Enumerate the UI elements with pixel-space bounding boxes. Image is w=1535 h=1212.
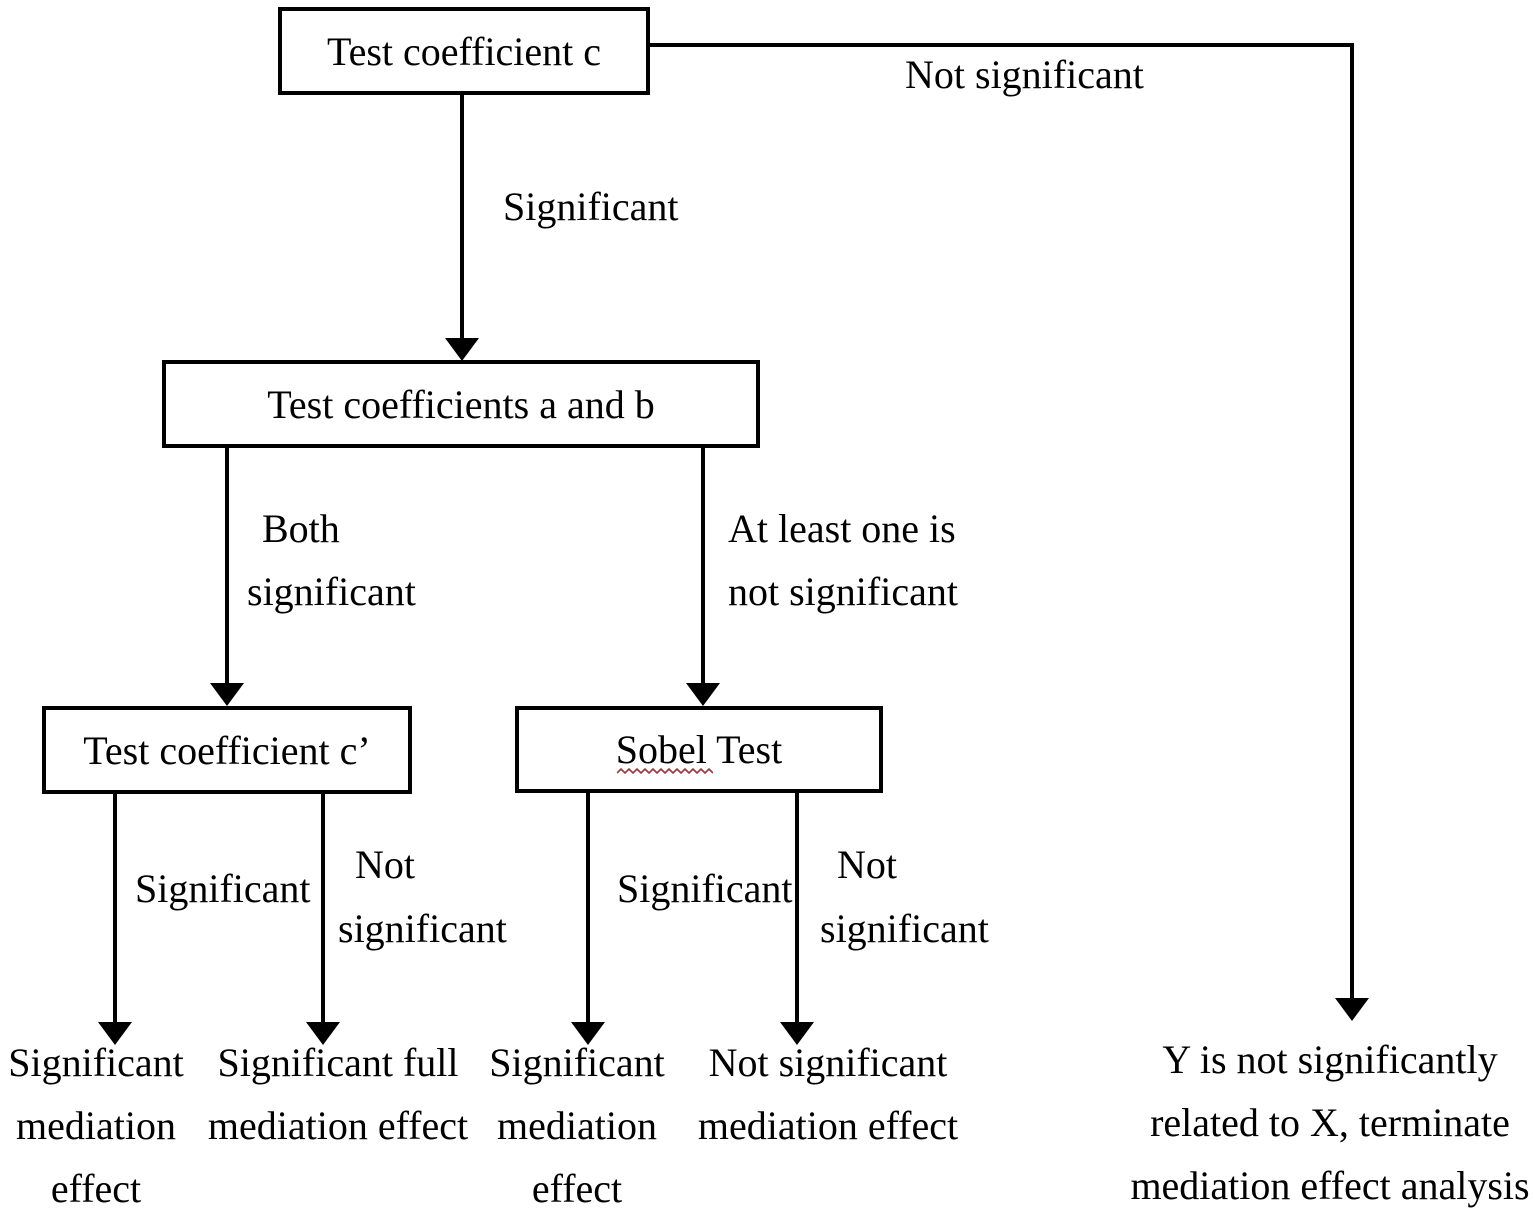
outcome-terminate: Y is not significantly related to X, ter…	[1130, 1028, 1529, 1212]
edge-label-c-prime-not-significant-line2: significant	[338, 906, 507, 951]
outcome-line: Y is not significantly	[1162, 1037, 1498, 1082]
node-test-coefficient-c-prime-label: Test coefficient c’	[83, 727, 371, 773]
edge-c-significant-line	[460, 95, 464, 338]
node-test-coefficients-a-and-b: Test coefficients a and b	[162, 360, 760, 448]
node-sobel-test: Sobel Test	[515, 706, 883, 793]
outcome-line: effect	[50, 1166, 142, 1211]
outcome-significant-mediation-2: Significant mediation effect	[489, 1031, 665, 1212]
arrowhead-sobel-icon	[686, 683, 720, 706]
edge-c-not-significant-hline	[648, 43, 1354, 47]
edge-label-both-significant-line2: significant	[247, 569, 416, 614]
edge-label-c-prime-not-significant-line1: Not	[355, 842, 415, 887]
outcome-line: mediation	[497, 1103, 657, 1148]
edge-label-c-prime-significant: Significant	[135, 866, 311, 911]
node-sobel-test-label: Sobel Test	[615, 727, 783, 772]
edge-label-sobel-not-significant-line2: significant	[820, 906, 989, 951]
edge-label-significant-top: Significant	[503, 184, 679, 229]
arrowhead-significant-mediation-1-icon	[98, 1022, 132, 1045]
edge-both-significant-line	[225, 447, 229, 683]
edge-label-sobel-significant: Significant	[617, 866, 793, 911]
outcome-not-significant-mediation: Not significant mediation effect	[698, 1031, 958, 1157]
edge-sobel-not-significant-line	[795, 793, 799, 1022]
edge-sobel-significant-line	[586, 793, 590, 1022]
arrowhead-significant-full-mediation-icon	[306, 1022, 340, 1045]
arrowhead-test-c-prime-icon	[210, 683, 244, 706]
node-test-coefficient-c: Test coefficient c	[278, 7, 650, 95]
node-test-coefficient-c-prime: Test coefficient c’	[42, 706, 412, 794]
outcome-significant-mediation-1: Significant mediation effect	[8, 1031, 184, 1212]
node-test-coefficient-c-label: Test coefficient c	[326, 28, 602, 74]
edge-label-at-least-one-line1: At least one is	[728, 506, 956, 551]
outcome-line: mediation effect	[697, 1103, 959, 1148]
node-sobel-test-inner: Sobel Test	[519, 710, 879, 789]
edge-label-sobel-not-significant-line1: Not	[837, 842, 897, 887]
arrowhead-test-ab-icon	[445, 338, 479, 361]
outcome-line: mediation	[16, 1103, 176, 1148]
outcome-line: Significant	[8, 1040, 184, 1085]
edge-at-least-one-line	[701, 447, 705, 683]
outcome-line: Not significant	[708, 1040, 948, 1085]
outcome-line: related to X, terminate	[1150, 1100, 1510, 1145]
edge-c-prime-significant-line	[113, 794, 117, 1022]
outcome-significant-full-mediation: Significant full mediation effect	[208, 1031, 468, 1157]
arrowhead-terminate-icon	[1335, 998, 1369, 1021]
outcome-line: Significant	[489, 1040, 665, 1085]
outcome-line: effect	[531, 1166, 623, 1211]
edge-c-not-significant-vline	[1350, 43, 1354, 998]
outcome-line: Significant full	[217, 1040, 459, 1085]
edge-label-not-significant-top: Not significant	[905, 52, 1144, 97]
outcome-line: mediation effect	[207, 1103, 469, 1148]
spellcheck-squiggle-icon	[617, 767, 713, 775]
outcome-line: mediation effect analysis	[1130, 1163, 1530, 1208]
edge-label-both-significant-line1: Both	[262, 506, 340, 551]
edge-c-prime-not-significant-line	[321, 794, 325, 1022]
edge-label-at-least-one-line2: not significant	[728, 569, 958, 614]
arrowhead-significant-mediation-2-icon	[571, 1022, 605, 1045]
arrowhead-not-significant-mediation-icon	[780, 1022, 814, 1045]
node-test-coefficients-a-and-b-label: Test coefficients a and b	[267, 381, 655, 427]
